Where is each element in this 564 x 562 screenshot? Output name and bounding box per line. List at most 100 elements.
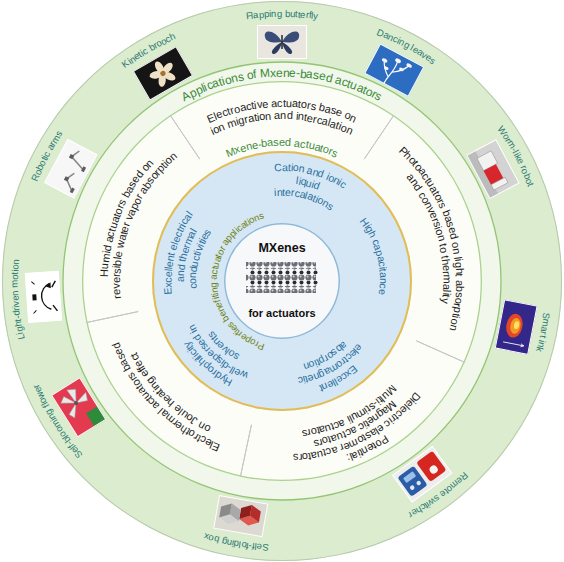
segment-text: Photoactuators based on light absorption…	[392, 139, 471, 341]
application-panel: Robotic arms	[21, 120, 103, 208]
segment-divider	[364, 115, 394, 159]
segment-divider	[416, 341, 464, 363]
glyph: n	[10, 259, 22, 265]
glyph: x	[270, 66, 277, 81]
glyph: d	[285, 135, 292, 149]
center-disk: MXenesfor actuators	[224, 223, 340, 339]
ring-line	[63, 62, 501, 500]
application-photo	[392, 446, 452, 503]
glyph: g	[452, 261, 467, 268]
glyph: r	[440, 271, 454, 275]
glyph: s	[293, 451, 300, 465]
glyph: o	[437, 246, 452, 255]
glyph	[271, 108, 275, 122]
glyph: x	[160, 282, 174, 288]
glyph: S	[261, 541, 268, 553]
glyph: e	[440, 264, 454, 271]
actuator-segment: Electroactive actuators base on ion migr…	[169, 80, 395, 161]
property-label: Cation and ionic liquid intercalations	[266, 155, 356, 217]
glyph: M	[259, 66, 270, 82]
glyph: v	[109, 283, 123, 289]
glyph: e	[109, 288, 123, 295]
photo-frame	[25, 272, 61, 323]
glyph: m	[440, 275, 454, 284]
application-photo	[495, 299, 538, 355]
glyph: n	[9, 290, 21, 296]
glyph: H	[97, 268, 111, 277]
segment-text: Electroactive actuators base on ion migr…	[199, 92, 367, 141]
glyph: a	[173, 276, 187, 282]
application-photo	[213, 495, 268, 537]
photo-frame	[45, 139, 97, 198]
property-label: Excellent electromagnetic absorption	[287, 335, 370, 399]
glyph: o	[9, 275, 21, 280]
glyph: g	[277, 8, 282, 20]
glyph: d	[286, 108, 293, 122]
segment-divider	[86, 312, 138, 323]
photo-frame	[52, 378, 106, 437]
glyph: o	[185, 278, 199, 284]
application-panel: Self-folding box	[194, 492, 283, 561]
application-photo	[257, 25, 307, 59]
glyph: u	[286, 96, 293, 110]
glyph	[208, 280, 220, 283]
glyph: n	[280, 108, 286, 122]
glyph: n	[265, 109, 272, 123]
glyph: e	[161, 271, 175, 278]
glyph: e	[109, 277, 123, 283]
glyph: a	[271, 96, 278, 110]
property-label: Excellent electrical and thermal conduct…	[156, 202, 218, 303]
center-title: MXenes	[254, 240, 310, 257]
glyph: n	[173, 270, 187, 277]
glyph: n	[276, 184, 282, 198]
segment-divider	[240, 425, 251, 477]
glyph: b	[453, 286, 467, 293]
glyph: v	[10, 301, 22, 307]
glyph: h	[453, 267, 467, 274]
glyph: m	[98, 253, 113, 264]
glyph: s	[273, 135, 279, 149]
application-panel: Remote switcher	[378, 435, 480, 530]
glyph: e	[9, 295, 21, 301]
mxene-structure	[246, 262, 320, 293]
photo-frame	[133, 47, 192, 100]
application-panel: Flapping butterfly	[239, 4, 326, 60]
glyph: p	[258, 9, 264, 21]
glyph: m	[9, 280, 21, 288]
photo-frame	[213, 496, 267, 537]
application-photo	[257, 25, 307, 59]
glyph: a	[282, 159, 288, 173]
segment-divider	[240, 425, 251, 477]
glyph: y	[313, 10, 319, 23]
property-label: High capacitance	[353, 210, 395, 303]
glyph: a	[453, 280, 467, 286]
glyph	[9, 288, 21, 291]
glyph: e	[276, 65, 283, 80]
glyph: a	[274, 108, 280, 122]
glyph: o	[9, 264, 21, 270]
glyph: e	[376, 288, 391, 295]
glyph: a	[267, 135, 274, 149]
glyph: c	[160, 277, 174, 282]
application-panel: Smart ink	[493, 295, 559, 363]
glyph: t	[9, 272, 21, 275]
photo-frame	[365, 44, 424, 96]
glyph: n	[450, 246, 465, 254]
glyph: n	[298, 161, 306, 176]
glyph: E	[161, 287, 176, 295]
glyph: r	[109, 273, 123, 277]
glyph: a	[377, 271, 391, 278]
actuator-ring: Mxene-based actuatorsElectroactive actua…	[82, 81, 482, 481]
property-ring: Properties benefiting actuator applicati…	[152, 151, 412, 411]
application-photo	[495, 299, 538, 355]
glyph: a	[440, 284, 454, 291]
mxene-structure	[242, 260, 322, 300]
application-panel: Worm-like robot	[458, 115, 545, 213]
application-photo	[25, 272, 62, 324]
application-photo	[25, 272, 62, 324]
application-photo	[364, 43, 424, 96]
segment-divider	[416, 341, 464, 363]
segment-divider	[364, 115, 394, 159]
glyph	[282, 8, 285, 20]
